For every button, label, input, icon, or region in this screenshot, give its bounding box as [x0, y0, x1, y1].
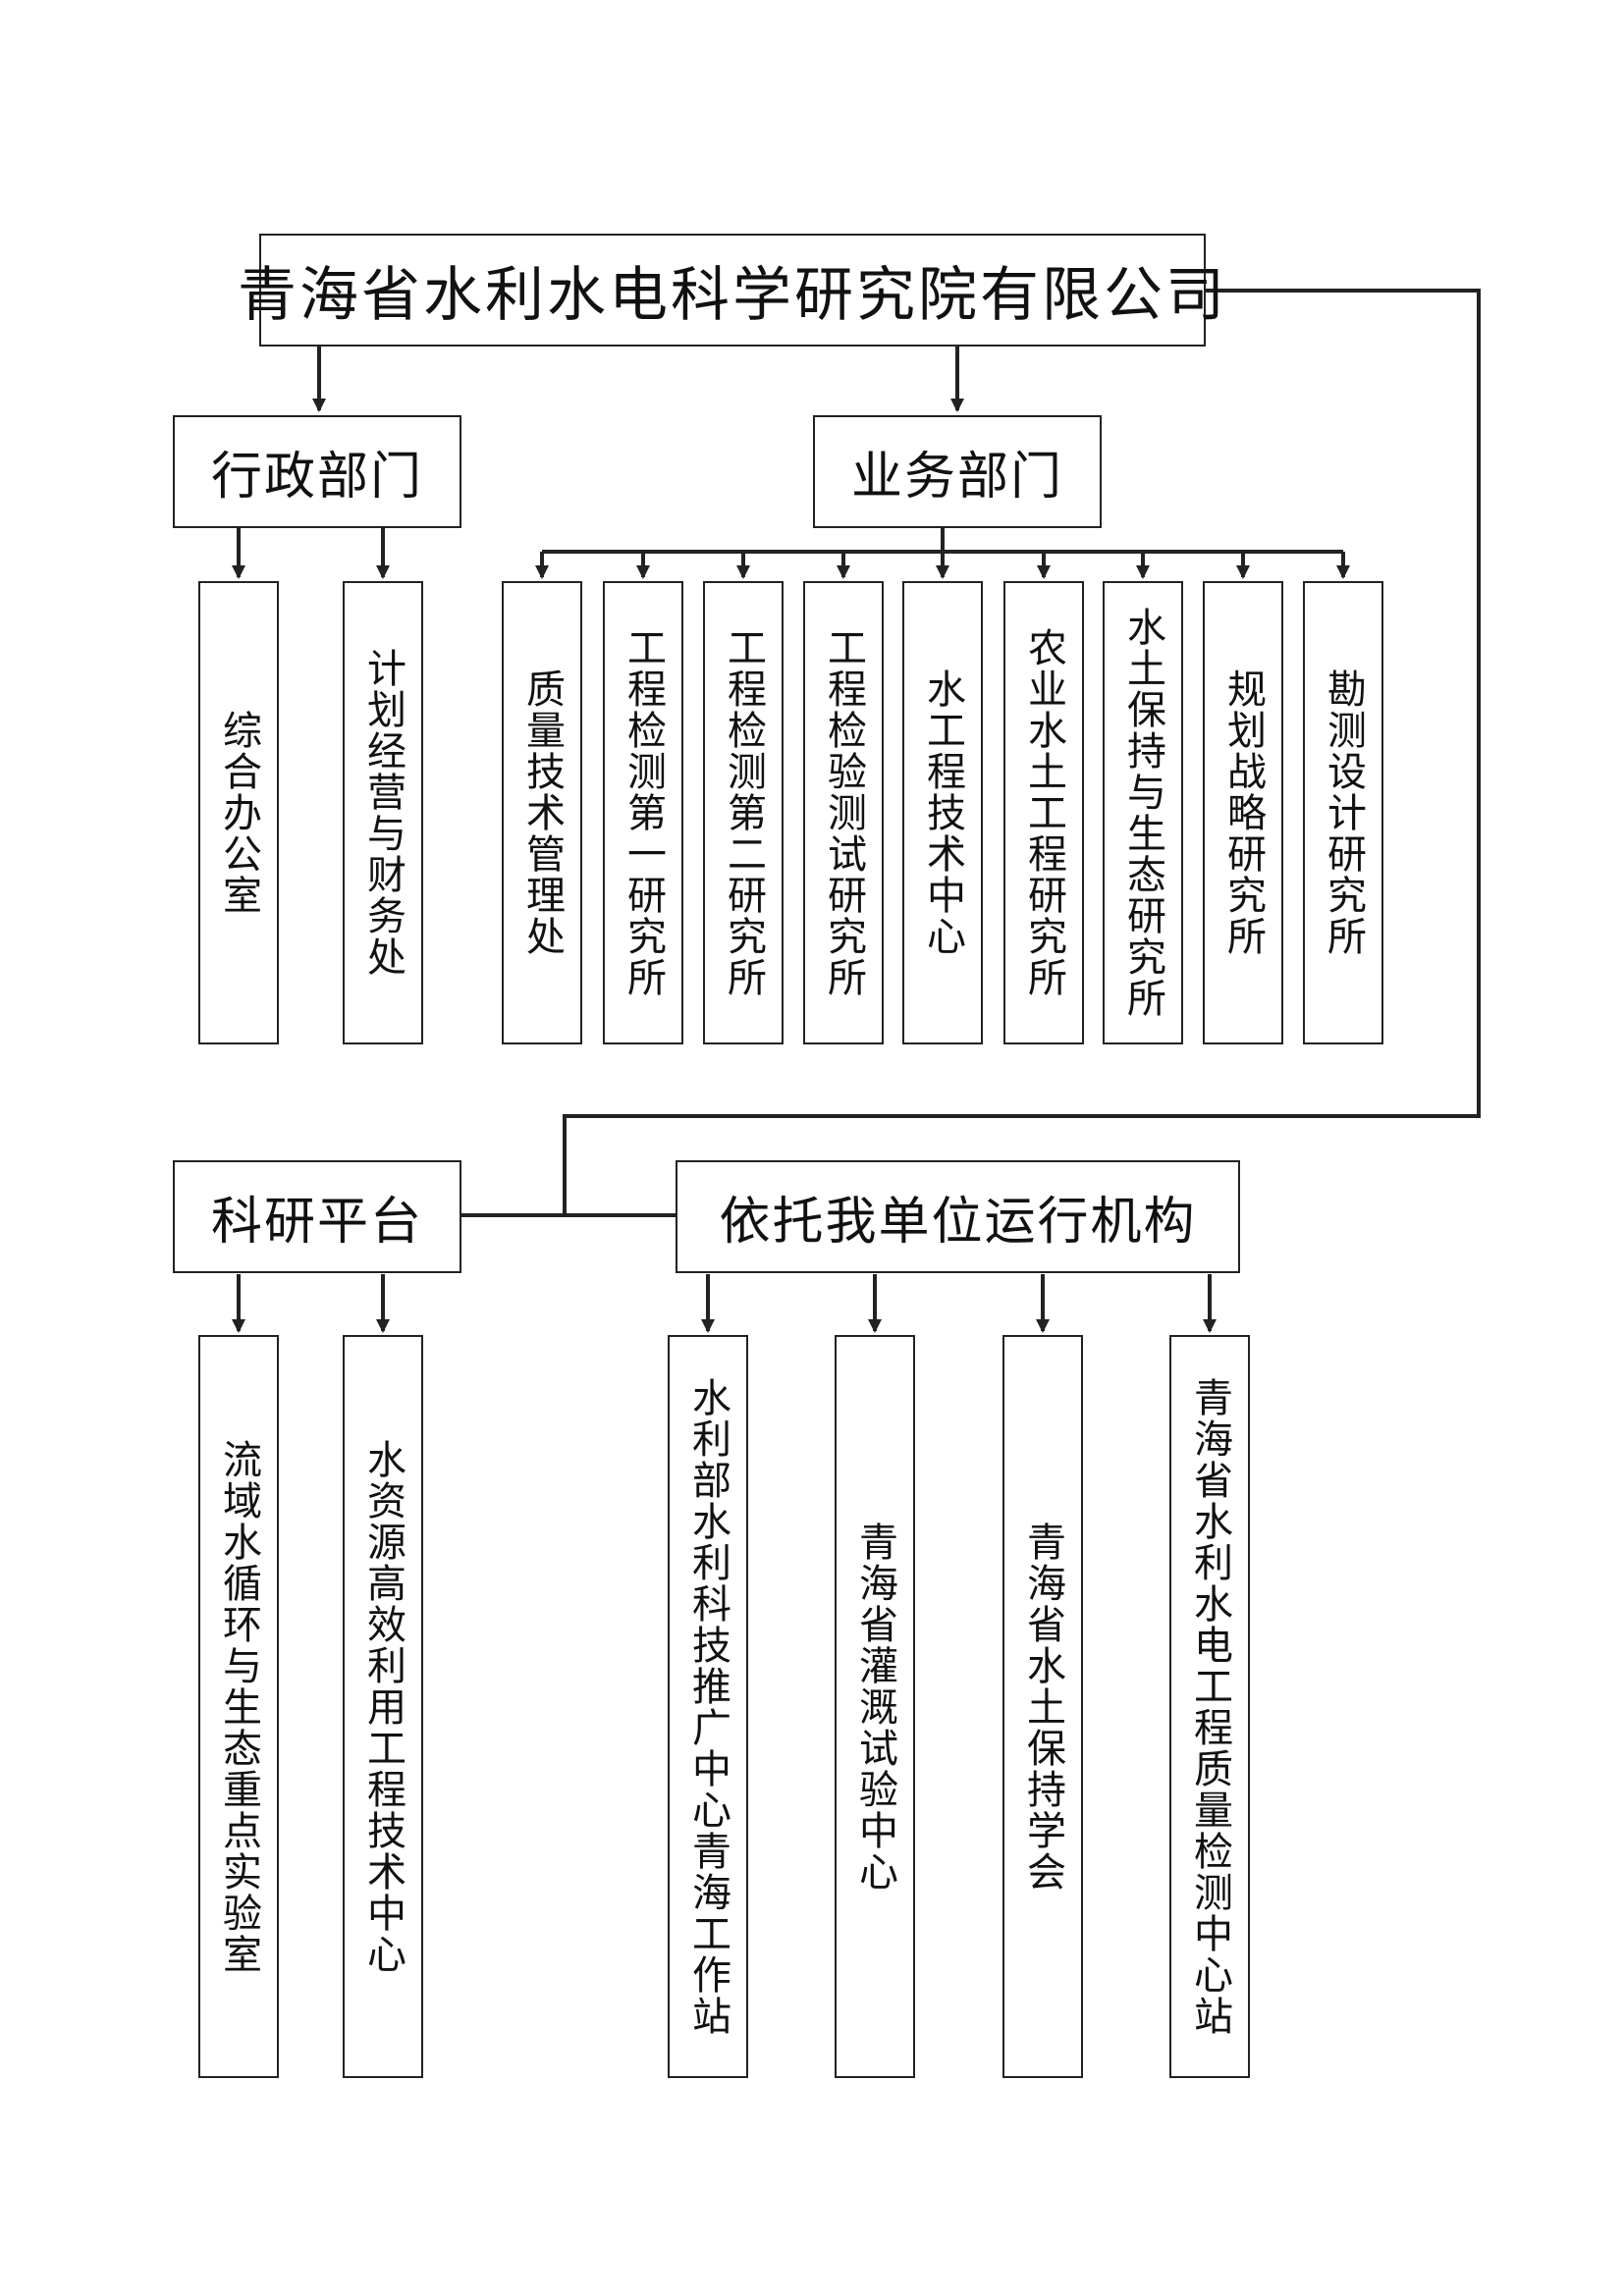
- research-child-label: 流域水循环与生态重点实验室: [216, 1438, 261, 1975]
- business-child-node: 勘测设计研究所: [1303, 581, 1383, 1044]
- hosted-institutions-label: 依托我单位运行机构: [719, 1193, 1197, 1252]
- research-child-label: 水资源高效利用工程技术中心: [360, 1438, 406, 1975]
- research-platform-node: 科研平台: [173, 1160, 461, 1273]
- business-child-label: 工程检测第一研究所: [621, 627, 666, 998]
- root-node-label: 青海省水利水电科学研究院有限公司: [238, 261, 1227, 330]
- business-dept-label: 业务部门: [850, 448, 1063, 507]
- business-child-label: 质量技术管理处: [519, 668, 565, 957]
- business-child-label: 农业水土工程研究所: [1021, 627, 1066, 998]
- business-child-node: 规划战略研究所: [1203, 581, 1283, 1044]
- research-platform-label: 科研平台: [210, 1193, 423, 1252]
- hosted-child-node: 水利部水利科技推广中心青海工作站: [668, 1335, 748, 2078]
- business-child-label: 工程检测第二研究所: [721, 627, 766, 998]
- hosted-child-node: 青海省灌溉试验中心: [835, 1335, 915, 2078]
- hosted-child-label: 青海省水土保持学会: [1020, 1521, 1065, 1893]
- business-child-node: 质量技术管理处: [502, 581, 582, 1044]
- research-child-node: 水资源高效利用工程技术中心: [343, 1335, 423, 2078]
- business-child-node: 水工程技术中心: [902, 581, 983, 1044]
- business-child-label: 勘测设计研究所: [1321, 668, 1366, 957]
- research-child-node: 流域水循环与生态重点实验室: [198, 1335, 279, 2078]
- admin-child-node: 综合办公室: [198, 581, 279, 1044]
- business-child-label: 规划战略研究所: [1220, 668, 1266, 957]
- business-child-label: 水土保持与生态研究所: [1120, 607, 1165, 1019]
- hosted-child-node: 青海省水土保持学会: [1002, 1335, 1083, 2078]
- business-child-node: 水土保持与生态研究所: [1103, 581, 1183, 1044]
- hosted-child-node: 青海省水利水电工程质量检测中心站: [1169, 1335, 1250, 2078]
- business-child-label: 水工程技术中心: [920, 668, 965, 957]
- admin-child-label: 计划经营与财务处: [360, 648, 406, 978]
- business-child-node: 工程检测第一研究所: [603, 581, 683, 1044]
- business-child-node: 农业水土工程研究所: [1003, 581, 1084, 1044]
- business-child-label: 工程检验测试研究所: [821, 627, 866, 998]
- hosted-child-label: 青海省水利水电工程质量检测中心站: [1187, 1376, 1232, 2037]
- admin-child-label: 综合办公室: [216, 710, 261, 916]
- root-node: 青海省水利水电科学研究院有限公司: [238, 234, 1224, 347]
- business-dept-node: 业务部门: [813, 415, 1102, 528]
- hosted-child-label: 青海省灌溉试验中心: [852, 1521, 897, 1893]
- business-child-node: 工程检测第二研究所: [703, 581, 784, 1044]
- hosted-institutions-node: 依托我单位运行机构: [676, 1160, 1240, 1273]
- admin-dept-node: 行政部门: [173, 415, 461, 528]
- admin-dept-label: 行政部门: [210, 448, 423, 507]
- business-child-node: 工程检验测试研究所: [803, 581, 884, 1044]
- admin-child-node: 计划经营与财务处: [343, 581, 423, 1044]
- hosted-child-label: 水利部水利科技推广中心青海工作站: [685, 1376, 731, 2037]
